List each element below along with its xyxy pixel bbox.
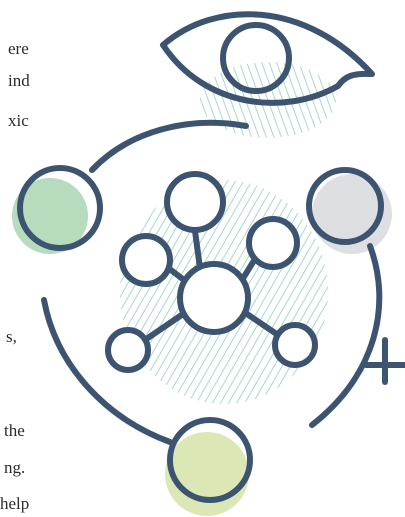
cycle-arc-top	[92, 123, 246, 170]
eye-icon	[163, 14, 372, 103]
bottom-node-fill	[165, 432, 249, 516]
